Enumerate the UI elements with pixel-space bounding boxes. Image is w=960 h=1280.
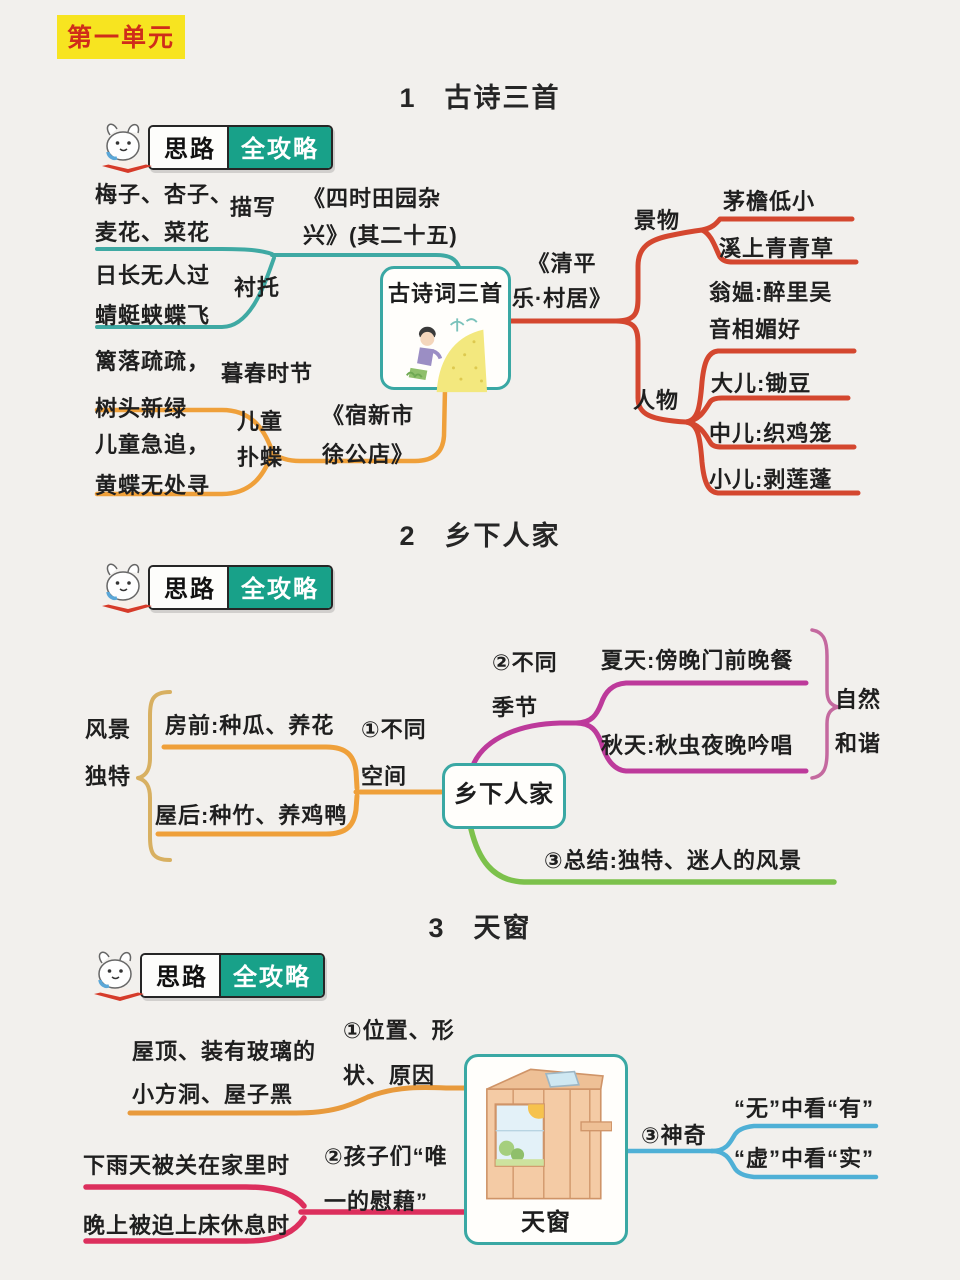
m3-label-weizhi: ①位置、形 状、原因 [343,1018,455,1088]
badge-label-quangonglue: 全攻略 [229,566,331,608]
m3-label-shenqi: ③神奇 [641,1123,707,1148]
m1-leaf-liluo: 篱落疏疏， 树头新绿 [95,349,211,421]
m1-label-ertongpudie: 儿童 扑蝶 [237,409,284,470]
m1-leaf-zhonger: 中儿:织鸡笼 [709,421,833,446]
section-2-title: 乡下人家 [444,521,561,551]
m1-poem-sishitianyuan: 《四时田园杂 兴》(其二十五) [303,186,458,248]
m1-leaf-xiaoer: 小儿:剥莲蓬 [709,467,833,492]
section-1-title: 古诗三首 [444,83,561,113]
m1-poem-suxinshi: 《宿新市 徐公店》 [322,403,415,467]
m2-label-ziranhexie: 自然 和谐 [835,687,882,756]
m1-label-renwu: 人物 [633,388,680,413]
silu-quangonglue-badge-1: 思路全攻略 [96,120,333,174]
skylight-illustration [486,1068,612,1200]
section-2-heading: 2 乡下人家 [0,514,960,553]
m3-label-weiyiweijie: ②孩子们“唯 一的慰藉” [324,1144,448,1214]
badge-label-quangonglue: 全攻略 [229,126,331,168]
m2-center-node: 乡下人家 [442,763,566,829]
m1-leaf-xishang: 溪上青青草 [719,236,835,261]
m1-label-chentuo: 衬托 [234,275,281,300]
m1-poem-qingpingyue: 《清平 乐·村居》 [511,251,613,311]
rabbit-mascot-icon [94,951,144,1001]
section-3-heading: 3 天窗 [0,906,960,945]
rabbit-mascot-icon [102,563,152,613]
m2-label-butongkongjian: ①不同 空间 [361,717,427,789]
m2-root-fengjingdute: 风景 独特 [85,717,132,789]
m1-leaf-wengao: 翁媪:醉里吴 音相媚好 [709,280,833,342]
m3-leaf-wuding: 屋顶、装有玻璃的 小方洞、屋子黑 [132,1039,317,1107]
m3-leaf-wuzhongkanyou: “无”中看“有” [734,1096,875,1121]
farmer-haystack-illustration [405,318,487,393]
m3-center-title: 天窗 [521,1209,571,1236]
m1-leaf-richang: 日长无人过 蜻蜓蛱蝶飞 [95,263,211,328]
section-1-heading: 1 古诗三首 [0,76,960,115]
badge-label-silu: 思路 [150,566,229,608]
m1-leaf-meizi: 梅子、杏子、 麦花、菜花 [95,182,234,245]
rabbit-mascot-icon [102,123,152,173]
section-3-title: 天窗 [473,913,532,943]
section-1-number: 1 [399,83,417,113]
m1-center-title: 古诗词三首 [387,281,503,306]
silu-quangonglue-badge-2: 思路全攻略 [96,560,333,614]
m2-leaf-zongjie: ③总结:独特、迷人的风景 [544,848,802,873]
m1-leaf-daer: 大儿:锄豆 [711,371,812,396]
m1-label-miaoxie: 描写 [230,195,277,220]
m2-center-title: 乡下人家 [454,781,554,808]
section-2-number: 2 [399,521,417,551]
m1-label-muchun: 暮春时节 [221,361,314,386]
m2-leaf-xiatian: 夏天:傍晚门前晚餐 [601,648,794,673]
m2-leaf-qiutian: 秋天:秋虫夜晚吟唱 [601,733,794,758]
m3-leaf-wanshang: 晚上被迫上床休息时 [83,1213,291,1238]
unit-badge: 第一单元 [57,15,186,59]
m2-leaf-fangqian: 房前:种瓜、养花 [165,713,335,738]
m2-label-butongjijie: ②不同 季节 [492,650,558,720]
m3-leaf-xuzhongkanshi: “虚”中看“实” [734,1146,875,1171]
m1-leaf-maoyan: 茅檐低小 [723,189,816,214]
m2-leaf-wuhou: 屋后:种竹、养鸡鸭 [155,803,348,828]
m3-center-node: 天窗 [464,1054,628,1245]
silu-quangonglue-badge-3: 思路全攻略 [88,948,325,1002]
m1-label-jingwu: 景物 [634,208,681,233]
m1-leaf-ertongjizhui: 儿童急追， 黄蝶无处寻 [95,432,211,498]
section-3-number: 3 [428,913,446,943]
m3-leaf-xiayutian: 下雨天被关在家里时 [83,1153,291,1178]
badge-label-quangonglue: 全攻略 [221,954,323,996]
badge-label-silu: 思路 [142,954,221,996]
badge-label-silu: 思路 [150,126,229,168]
m1-center-node: 古诗词三首 [380,266,511,393]
